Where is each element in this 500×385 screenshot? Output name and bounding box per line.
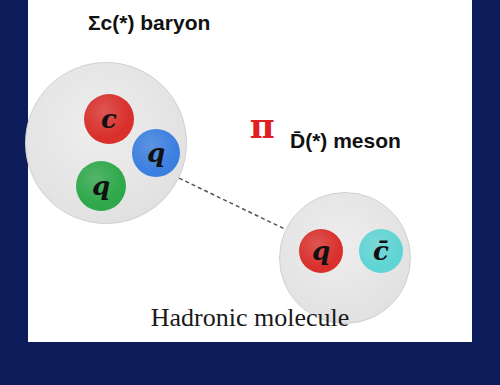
quark-symbol: q [92,173,110,199]
quark-symbol: q [312,238,330,264]
quark-symbol: c [101,106,117,132]
hadron-label: D̄(*) meson [290,129,401,152]
caption: Hadronic molecule [28,303,472,333]
hadron-label: Σc(*) baryon [88,11,210,34]
quark-circle: q [132,129,180,177]
quark-circle: q [299,229,343,273]
quark-symbol: c̄ [373,238,389,264]
quark-circle: q [76,161,126,211]
quark-circle: c̄ [359,229,403,273]
pion-exchange-line [179,178,286,229]
hadron-circle: Σc(*) baryoncqq [25,62,187,224]
pion-label: π [250,109,275,143]
quark-symbol: q [147,140,165,166]
dashed-line [179,178,286,229]
quark-circle: c [84,94,134,144]
